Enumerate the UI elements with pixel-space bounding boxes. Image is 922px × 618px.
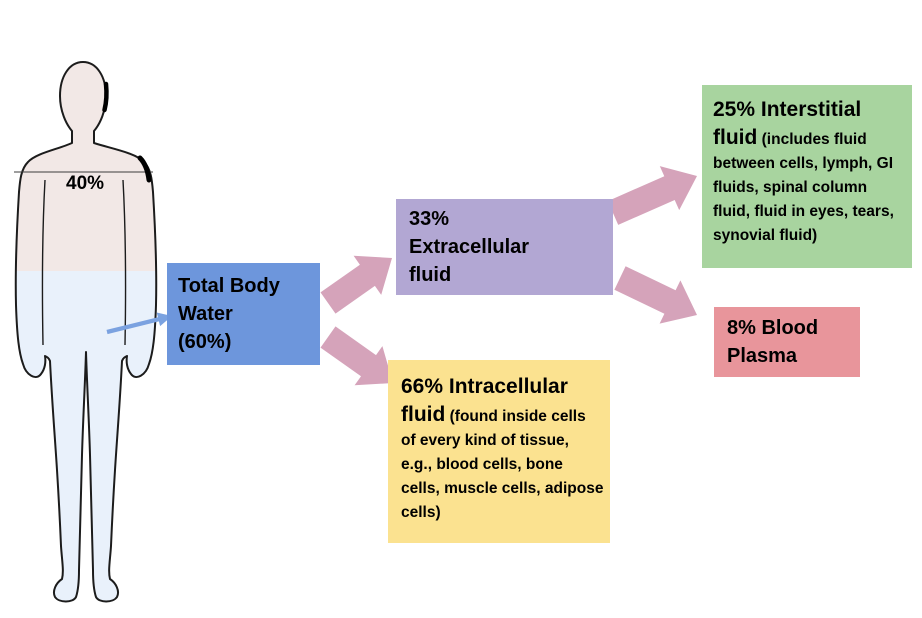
human-figure (14, 61, 158, 603)
arrow-tbw-to-intracellular-icon (320, 326, 393, 386)
total-body-water-box: Total Body Water (60%) (167, 263, 320, 365)
arrow-ecf-to-plasma-icon (614, 266, 697, 324)
interstitial-detail: (includes fluid between cells, lymph, GI… (713, 131, 894, 244)
shoulder-shade-mark (137, 155, 152, 183)
interstitial-title: 25% Interstitial fluid (713, 98, 862, 149)
interstitial-fluid-box: 25% Interstitial fluid (includes fluid b… (702, 85, 912, 268)
total-body-water-line1: Total Body (178, 275, 280, 297)
total-body-water-line3: (60%) (178, 331, 232, 353)
arrow-ecf-to-interstitial-icon (607, 166, 697, 225)
left-inner-arm-line (41, 179, 46, 346)
extracellular-fluid-box: 33% Extracellular fluid (396, 199, 613, 295)
right-inner-arm-line (122, 179, 127, 346)
total-body-water-line2: Water (178, 303, 233, 325)
extracellular-line1: 33% (409, 208, 450, 230)
intracellular-title: 66% Intracellular fluid (401, 375, 568, 426)
intracellular-detail: (found inside cells of every kind of tis… (401, 408, 604, 521)
blood-plasma-line2: Plasma (727, 345, 798, 367)
arrow-tbw-to-extracellular-icon (320, 255, 392, 314)
pointer-arrow-body-to-tbw (106, 312, 172, 335)
intracellular-fluid-box: 66% Intracellular fluid (found inside ce… (388, 360, 610, 543)
extracellular-line3: fluid (409, 264, 452, 286)
extracellular-line2: Extracellular (409, 236, 530, 258)
forty-percent-label: 40% (66, 173, 105, 194)
body-silhouette (14, 61, 158, 603)
blood-plasma-box: 8% Blood Plasma (714, 307, 860, 377)
head-shade-mark (102, 81, 109, 113)
blood-plasma-line1: 8% Blood (727, 317, 819, 339)
